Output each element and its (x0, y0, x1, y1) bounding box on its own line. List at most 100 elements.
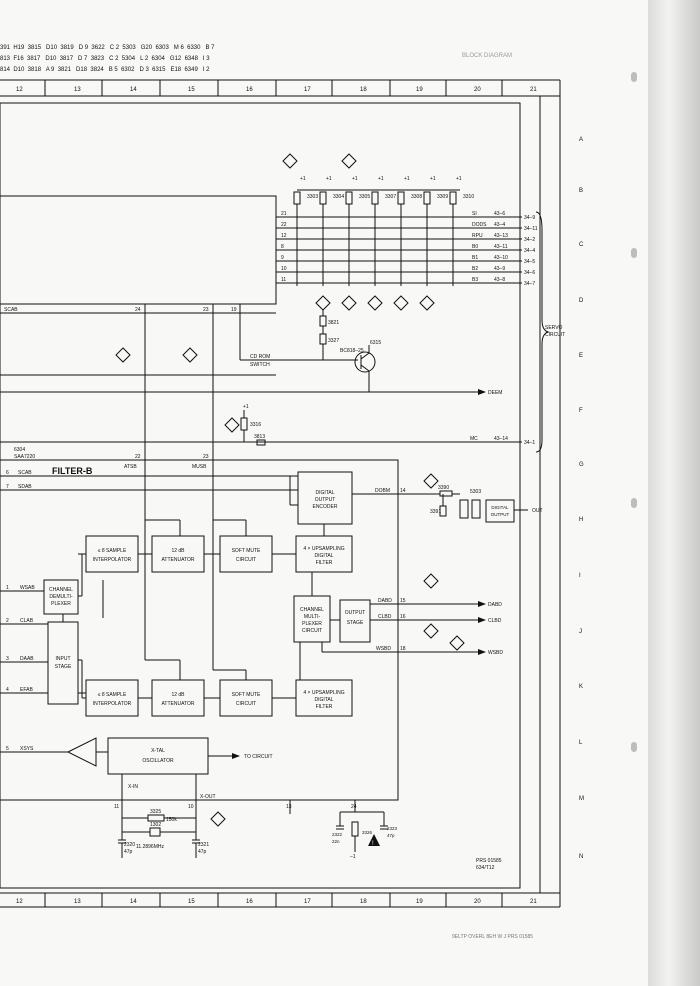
row-labels: A B C D E F G H I J K L M N (579, 137, 584, 860)
svg-text:2323: 2323 (387, 826, 398, 831)
supply-label: +1 (326, 176, 332, 182)
svg-text:–1: –1 (350, 854, 356, 860)
svg-text:19: 19 (416, 87, 423, 93)
svg-text:N: N (579, 854, 583, 860)
svg-text:21: 21 (281, 211, 287, 217)
svg-text:INTERPOLATOR: INTERPOLATOR (93, 557, 132, 563)
svg-text:L: L (579, 740, 583, 746)
svg-text:X-OUT: X-OUT (200, 794, 216, 800)
svg-text:34–7: 34–7 (524, 281, 535, 287)
warning-icon (368, 834, 380, 846)
svg-text:17: 17 (304, 899, 311, 905)
svg-text:18: 18 (360, 899, 367, 905)
svg-text:16: 16 (246, 87, 253, 93)
test-point-icon (115, 347, 131, 363)
svg-text:X-TAL: X-TAL (151, 748, 165, 754)
column-ticks (44, 80, 503, 907)
signal-label: MC (470, 436, 478, 442)
arrow-icon (478, 389, 486, 395)
svg-text:STAGE: STAGE (55, 664, 72, 670)
svg-text:CIRCUIT: CIRCUIT (302, 628, 322, 634)
svg-text:12: 12 (281, 233, 287, 239)
svg-text:3821: 3821 (328, 320, 339, 326)
svg-text:15: 15 (400, 598, 406, 604)
svg-text:SOFT MUTE: SOFT MUTE (232, 692, 261, 698)
svg-text:ENCODER: ENCODER (312, 504, 337, 510)
svg-text:G: G (579, 462, 584, 468)
binder-hole (631, 498, 637, 508)
svg-text:!: ! (372, 841, 374, 847)
signal-label: 34–1 (524, 440, 535, 446)
supply-label: +1 (352, 176, 358, 182)
svg-text:24: 24 (351, 804, 357, 810)
svg-text:OSCILLATOR: OSCILLATOR (142, 758, 174, 764)
svg-text:34–5: 34–5 (524, 259, 535, 265)
svg-text:≤ 8 SAMPLE: ≤ 8 SAMPLE (98, 548, 127, 554)
svg-text:22: 22 (135, 454, 141, 460)
svg-text:WSBD: WSBD (488, 650, 503, 656)
svg-text:43–6: 43–6 (494, 211, 505, 217)
servo-bus: 21 22 12 8 9 10 11 SI DODS RPU B0 B1 B2 … (276, 211, 538, 287)
svg-text:15: 15 (188, 87, 195, 93)
svg-text:1302: 1302 (150, 822, 161, 828)
parts-table-row: 813 F16 3817 D10 3817 D 7 3823 C 2 5304 … (0, 56, 210, 62)
binder-hole (631, 248, 637, 258)
servo-label: CIRCUIT (545, 332, 565, 338)
svg-text:16: 16 (400, 614, 406, 620)
svg-text:D: D (579, 298, 584, 304)
svg-text:CLBD: CLBD (488, 618, 502, 624)
binder-hole (631, 72, 637, 82)
svg-text:11: 11 (281, 277, 286, 283)
svg-text:DIGITAL: DIGITAL (491, 505, 509, 510)
svg-text:9: 9 (281, 255, 284, 261)
test-point-icon (224, 417, 240, 433)
pullup-resistor-array: 3303 3304 3305 3307 3308 3309 3310 +1 +1… (293, 176, 474, 286)
svg-text:DABD: DABD (488, 602, 502, 608)
svg-text:6315: 6315 (370, 340, 381, 346)
signal-label: CD ROM (250, 354, 270, 360)
svg-text:2321: 2321 (198, 842, 209, 848)
signal-label: SWITCH (250, 362, 270, 368)
svg-text:≤ 8 SAMPLE: ≤ 8 SAMPLE (98, 692, 127, 698)
mc-circuit: 3316 3813 +1 (240, 404, 266, 446)
test-point-icon (341, 295, 357, 311)
bottom-caption: 9ELTP OVERL 8EH W J PRS 01585 (452, 934, 533, 940)
svg-text:BC818–25: BC818–25 (340, 348, 364, 354)
test-points (115, 153, 465, 827)
svg-text:17: 17 (304, 87, 311, 93)
svg-text:47p: 47p (198, 849, 207, 855)
svg-text:47p: 47p (124, 849, 133, 855)
svg-text:EFAB: EFAB (20, 687, 33, 693)
block-channel-demultiplexer: CHANNEL DEMULTI- PLEXER (43, 579, 79, 615)
filter-b-ic-boundary (0, 459, 399, 801)
svg-text:34–2: 34–2 (524, 237, 535, 243)
svg-text:43–10: 43–10 (494, 255, 508, 261)
svg-text:E: E (579, 353, 583, 359)
svg-text:5: 5 (6, 746, 9, 752)
resistor-label: 3309 (437, 194, 448, 200)
test-point-icon (367, 295, 383, 311)
svg-text:3325: 3325 (150, 809, 161, 815)
svg-text:15: 15 (188, 899, 195, 905)
svg-text:43–13: 43–13 (494, 233, 508, 239)
svg-text:DIGITAL: DIGITAL (314, 553, 333, 559)
supply-label: +1 (404, 176, 410, 182)
svg-text:5303: 5303 (470, 489, 481, 495)
svg-text:PLEXER: PLEXER (302, 621, 322, 627)
svg-text:CHANNEL: CHANNEL (300, 607, 324, 613)
svg-text:MULTI-: MULTI- (304, 614, 321, 620)
svg-text:I: I (579, 573, 581, 579)
svg-text:34–4: 34–4 (524, 248, 535, 254)
pin-label: 19 (231, 307, 237, 313)
svg-text:11.2896MHz: 11.2896MHz (136, 844, 164, 850)
svg-text:ATTENUATOR: ATTENUATOR (161, 557, 194, 563)
svg-text:WSAB: WSAB (20, 585, 35, 591)
supply-label: +1 (456, 176, 462, 182)
svg-text:OUT: OUT (532, 508, 543, 514)
svg-text:SI: SI (472, 211, 477, 217)
test-point-icon (419, 295, 435, 311)
svg-text:22: 22 (281, 222, 287, 228)
test-point-icon (449, 635, 465, 651)
